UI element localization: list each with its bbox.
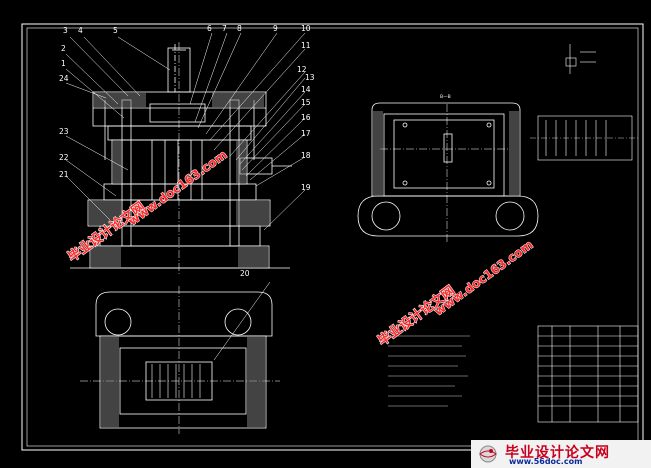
- detail-view: [530, 44, 640, 161]
- callout-9: 9: [273, 24, 278, 33]
- callout-19: 19: [301, 183, 311, 192]
- callout-18: 18: [301, 151, 311, 160]
- callout-10: 10: [301, 24, 311, 33]
- callout-16: 16: [301, 113, 311, 122]
- callout-11: 11: [301, 41, 311, 50]
- section-bb-fill: [373, 111, 519, 195]
- callout-numbers: 3 4 5 2 1 24 23 22 21 6 7 8 9 10 11 12 1…: [59, 24, 315, 278]
- callout-15: 15: [301, 98, 311, 107]
- footer-url[interactable]: www.56doc.com: [509, 457, 583, 466]
- callout-1: 1: [61, 59, 66, 68]
- footer-banner: 毕业设计论文网 www.56doc.com: [471, 440, 651, 468]
- watermark-2: www.doc163.com: [125, 147, 230, 229]
- technical-notes: [388, 335, 470, 407]
- title-block: [537, 325, 639, 423]
- assembly-front-view: [70, 42, 292, 276]
- inner-border: [26, 27, 639, 447]
- watermark-cn-2: 毕业设计论文网: [375, 283, 458, 349]
- callout-17: 17: [301, 129, 311, 138]
- watermark-4: www.doc163.com: [431, 237, 536, 319]
- section-label: B—B: [440, 94, 451, 100]
- leader-lines: [65, 32, 306, 231]
- watermark-url-1: www.doc163.com: [126, 147, 230, 228]
- callout-4: 4: [78, 26, 83, 35]
- callout-2: 2: [61, 44, 66, 53]
- callout-21: 21: [59, 170, 69, 179]
- callout-22: 22: [59, 153, 69, 162]
- watermark-3: 毕业设计论文网: [374, 282, 458, 350]
- callout-13: 13: [305, 73, 315, 82]
- assembly-hatching: [89, 93, 269, 267]
- plan-view-fill: [101, 337, 265, 427]
- callout-12: 12: [297, 65, 307, 74]
- footer-title: 毕业设计论文网: [505, 445, 610, 461]
- callout-20: 20: [240, 269, 250, 278]
- outer-border: [21, 23, 644, 451]
- section-bb-view: [357, 102, 539, 244]
- callout-14: 14: [301, 85, 311, 94]
- plan-view: [80, 281, 280, 434]
- callout-23: 23: [59, 127, 69, 136]
- callout-8: 8: [237, 24, 242, 33]
- callout-7: 7: [222, 24, 227, 33]
- callout-6: 6: [207, 24, 212, 33]
- watermark-url-2: www.doc163.com: [432, 237, 536, 318]
- callout-3: 3: [63, 26, 68, 35]
- callout-24: 24: [59, 74, 69, 83]
- callout-5: 5: [113, 26, 118, 35]
- globe-icon: [479, 445, 497, 463]
